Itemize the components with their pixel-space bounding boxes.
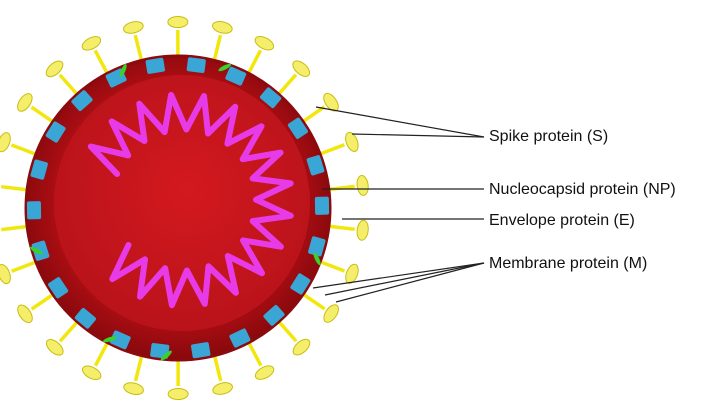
membrane-protein [30, 159, 48, 180]
spike-head [292, 338, 311, 356]
membrane-protein [229, 328, 251, 348]
leader-line [312, 262, 485, 289]
membrane-protein [287, 117, 308, 139]
membrane-protein [31, 240, 50, 261]
spike-protein [81, 36, 112, 80]
spike-protein [17, 93, 59, 127]
membrane-protein [306, 155, 325, 176]
spike-head [323, 304, 339, 323]
spike-head [254, 365, 275, 380]
spike-protein [81, 336, 112, 380]
label-membrane-protein: Membrane protein (M) [489, 255, 648, 272]
spike-head [17, 93, 33, 112]
spike-head [254, 36, 275, 51]
membrane-protein [260, 87, 282, 109]
membrane-protein [74, 307, 96, 329]
label-envelope-protein: Envelope protein (E) [489, 212, 635, 229]
spike-head [0, 264, 11, 285]
membrane-protein [186, 57, 206, 74]
spike-head [212, 21, 233, 34]
spike-protein [244, 36, 275, 80]
spike-protein [313, 258, 359, 284]
spike-head [123, 21, 144, 34]
spike-protein [17, 289, 59, 324]
leader-lines [312, 106, 485, 303]
membrane-protein [191, 342, 211, 359]
spike-head [123, 382, 144, 395]
membrane-proteins [26, 57, 330, 359]
spike-head [0, 132, 11, 153]
nucleocapsid-helix [87, 91, 294, 309]
envelope-protein [29, 246, 43, 255]
membrane-protein [109, 330, 131, 350]
leader-line [335, 262, 485, 303]
spike-head [167, 16, 189, 29]
membrane-protein [314, 196, 330, 215]
spike-head [45, 60, 64, 78]
envelope-protein [103, 336, 117, 343]
spike-protein [273, 316, 311, 356]
membrane-protein [308, 236, 326, 257]
envelope-protein [160, 350, 172, 361]
spike-head [167, 387, 189, 400]
spike-head [292, 60, 311, 77]
spike-head [45, 339, 64, 356]
leader-line [351, 133, 485, 138]
membrane-protein [225, 66, 247, 86]
label-nucleocapsid-protein: Nucleocapsid protein (NP) [489, 181, 676, 198]
spike-protein [273, 60, 311, 100]
membrane-protein [48, 277, 69, 299]
envelope-proteins [29, 63, 321, 361]
membrane-protein [263, 304, 285, 326]
spike-protein [297, 289, 339, 323]
membrane-protein [145, 57, 165, 74]
spike-protein [0, 258, 43, 285]
spike-head [81, 36, 102, 51]
leader-line [324, 262, 485, 296]
spike-head [356, 219, 369, 241]
spike-head [345, 131, 359, 152]
spike-protein [45, 316, 83, 356]
spike-head [356, 174, 369, 196]
envelope-protein [119, 64, 127, 78]
membrane-protein [71, 90, 93, 112]
spike-protein [45, 60, 83, 100]
spike-head [81, 365, 102, 380]
envelope-protein [313, 252, 321, 266]
membrane-protein [290, 273, 311, 295]
spike-head [17, 304, 33, 324]
label-spike-protein: Spike protein (S) [489, 128, 609, 145]
spike-head [212, 382, 233, 395]
spike-protein [244, 336, 275, 380]
membrane-protein [45, 121, 66, 143]
membrane-protein [26, 201, 42, 220]
leader-line [315, 106, 485, 138]
envelope-protein [218, 63, 232, 72]
